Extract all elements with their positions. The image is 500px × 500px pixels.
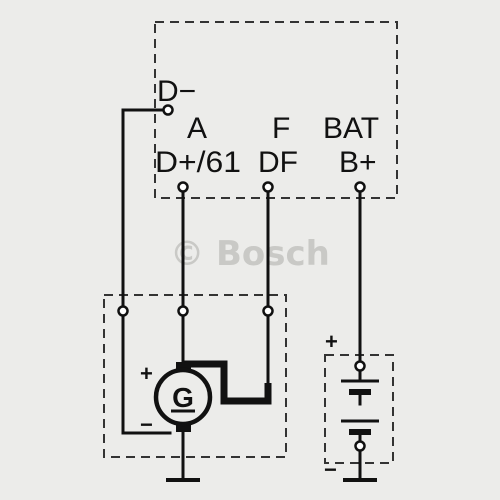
terminal-d-minus: [162, 104, 174, 116]
generator-box: [103, 294, 287, 458]
wire-d-minus: [121, 108, 172, 435]
terminal-d-plus-61: [177, 181, 189, 193]
terminal-b-plus: [354, 181, 366, 193]
generator-plus-sign: +: [140, 361, 153, 386]
generator-terminal-df: [262, 305, 274, 317]
field-winding: [183, 360, 272, 405]
watermark: © Bosch: [170, 234, 330, 274]
regulator-box: [154, 21, 398, 199]
label-d-plus-61: D+/61: [155, 146, 241, 179]
label-a: A: [187, 112, 207, 145]
label-b-plus: B+: [339, 146, 377, 179]
battery-terminal-minus: [354, 440, 366, 452]
generator-minus-sign: −: [140, 412, 153, 437]
label-bat: BAT: [323, 112, 379, 145]
generator-letter: G: [172, 382, 194, 413]
battery-plus-sign: +: [325, 329, 338, 354]
generator-terminal-d-plus: [177, 305, 189, 317]
label-d-minus: D−: [157, 75, 196, 108]
label-df: DF: [258, 146, 298, 179]
generator-symbol: [153, 367, 213, 427]
label-f: F: [272, 112, 290, 145]
generator-terminal-d-minus: [117, 305, 129, 317]
battery-terminal-plus: [354, 360, 366, 372]
terminal-df: [262, 181, 274, 193]
battery-minus-sign: −: [324, 457, 337, 482]
